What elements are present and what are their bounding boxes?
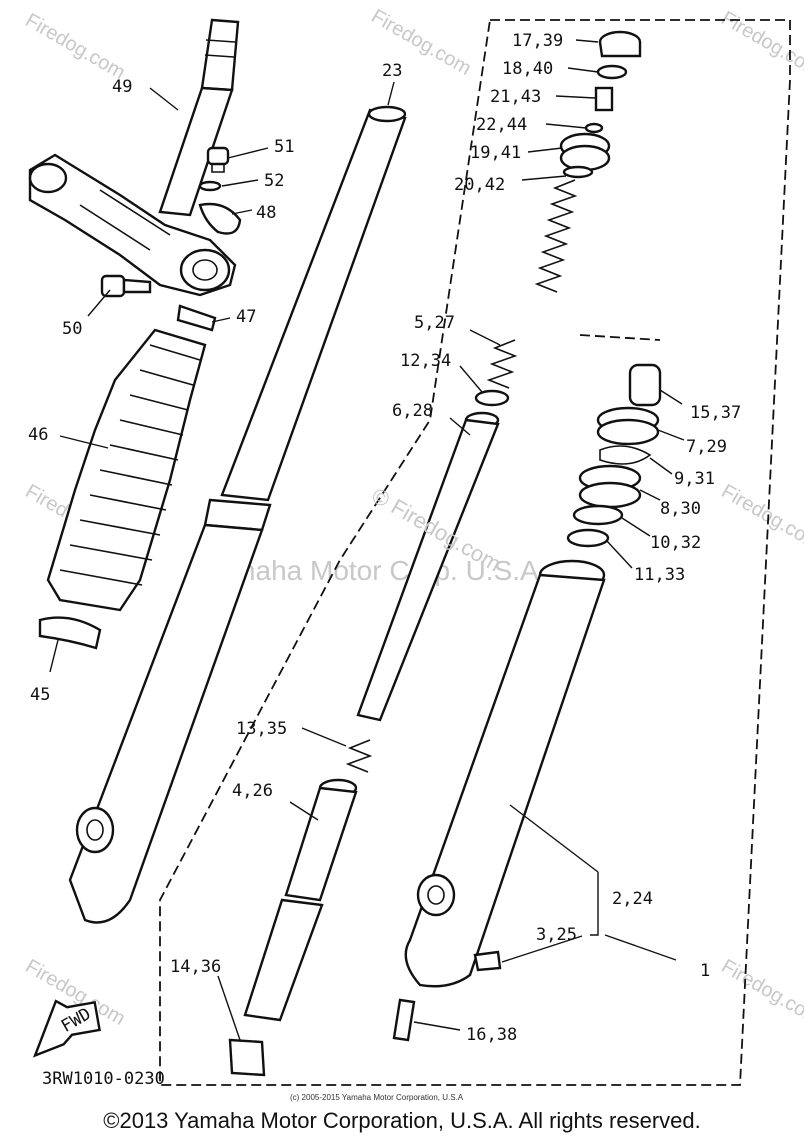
o-ring-22-44 xyxy=(584,122,604,134)
label-49: 49 xyxy=(112,77,132,97)
footer-copyright: ©2013 Yamaha Motor Corporation, U.S.A. A… xyxy=(103,1108,701,1133)
clip-48 xyxy=(198,202,242,235)
part-labels: 49 51 52 48 50 47 46 45 23 17,39 18,40 2… xyxy=(28,31,741,1045)
label-50: 50 xyxy=(62,319,82,339)
label-46: 46 xyxy=(28,425,48,445)
small-copyright: (c) 2005-2015 Yamaha Motor Corporation, … xyxy=(290,1093,464,1102)
label-52: 52 xyxy=(264,171,284,191)
seat-12-34 xyxy=(474,389,510,407)
watermark-text: Firedog.com xyxy=(718,955,804,1030)
drawing-number: 3RW1010-0230 xyxy=(42,1069,165,1089)
assembly-boundary-inner xyxy=(579,334,661,341)
spring-13-35 xyxy=(345,739,373,773)
band-45 xyxy=(38,616,102,650)
label-18-40: 18,40 xyxy=(502,59,553,79)
band-47 xyxy=(176,304,217,332)
label-17-39: 17,39 xyxy=(512,31,563,51)
bolt-50 xyxy=(100,274,152,298)
label-8-30: 8,30 xyxy=(660,499,701,519)
watermark-text: Firedog.com xyxy=(22,9,129,84)
label-4-26: 4,26 xyxy=(232,781,273,801)
oil-seal-7-29 xyxy=(596,406,660,446)
outer-tube-2-24 xyxy=(404,559,606,988)
spring-5-27 xyxy=(486,339,518,389)
bolt-16-38 xyxy=(392,998,416,1042)
watermark-text: Firedog.com xyxy=(718,7,804,82)
label-22-44: 22,44 xyxy=(476,115,527,135)
fork-boot-46 xyxy=(46,328,207,612)
drain-bolt-3-25 xyxy=(473,950,502,972)
label-6-28: 6,28 xyxy=(392,401,433,421)
inner-tube-4-26 xyxy=(243,778,358,1022)
bushing-11-33 xyxy=(566,528,610,548)
label-48: 48 xyxy=(256,203,276,223)
clip-9-31 xyxy=(599,445,652,465)
label-21-43: 21,43 xyxy=(490,87,541,107)
collar-8-30 xyxy=(578,464,642,509)
label-51: 51 xyxy=(274,137,294,157)
assembly-boundary xyxy=(159,19,791,1086)
label-9-31: 9,31 xyxy=(674,469,715,489)
label-15-37: 15,37 xyxy=(690,403,741,423)
fork-spring xyxy=(534,179,578,293)
steering-stem-49 xyxy=(158,18,240,217)
label-19-41: 19,41 xyxy=(470,143,521,163)
watermark-text: Firedog.com xyxy=(718,480,804,555)
label-2-24: 2,24 xyxy=(612,889,653,909)
watermark-company: Yamaha Motor Corp. U.S.A. xyxy=(200,555,547,586)
cap-bolt-17-39 xyxy=(598,30,642,58)
label-16-38: 16,38 xyxy=(466,1025,517,1045)
fork-tube-23 xyxy=(68,105,407,924)
leader-lines xyxy=(49,39,685,1041)
bolt-51 xyxy=(206,146,230,173)
damper-rod-6-28 xyxy=(356,411,500,722)
washer-10-32 xyxy=(572,504,624,526)
washer-52 xyxy=(198,180,222,192)
label-14-36: 14,36 xyxy=(170,957,221,977)
label-20-42: 20,42 xyxy=(454,175,505,195)
dust-seal-15-37 xyxy=(628,363,662,407)
label-12-34: 12,34 xyxy=(400,351,451,371)
label-7-29: 7,29 xyxy=(686,437,727,457)
o-ring-18-40 xyxy=(596,64,628,80)
label-11-33: 11,33 xyxy=(634,565,685,585)
label-23: 23 xyxy=(382,61,402,81)
fwd-arrow: FWD xyxy=(32,999,101,1058)
spring-seat-19-41 xyxy=(559,132,611,172)
label-47: 47 xyxy=(236,307,256,327)
under-bracket xyxy=(28,153,237,297)
oil-lock-14-36 xyxy=(228,1038,266,1077)
label-1: 1 xyxy=(700,961,710,981)
washer-20-42 xyxy=(562,165,594,179)
label-5-27: 5,27 xyxy=(414,313,455,333)
adjuster-21-43 xyxy=(594,86,614,112)
label-13-35: 13,35 xyxy=(236,719,287,739)
label-10-32: 10,32 xyxy=(650,533,701,553)
label-3-25: 3,25 xyxy=(536,925,577,945)
label-45: 45 xyxy=(30,685,50,705)
